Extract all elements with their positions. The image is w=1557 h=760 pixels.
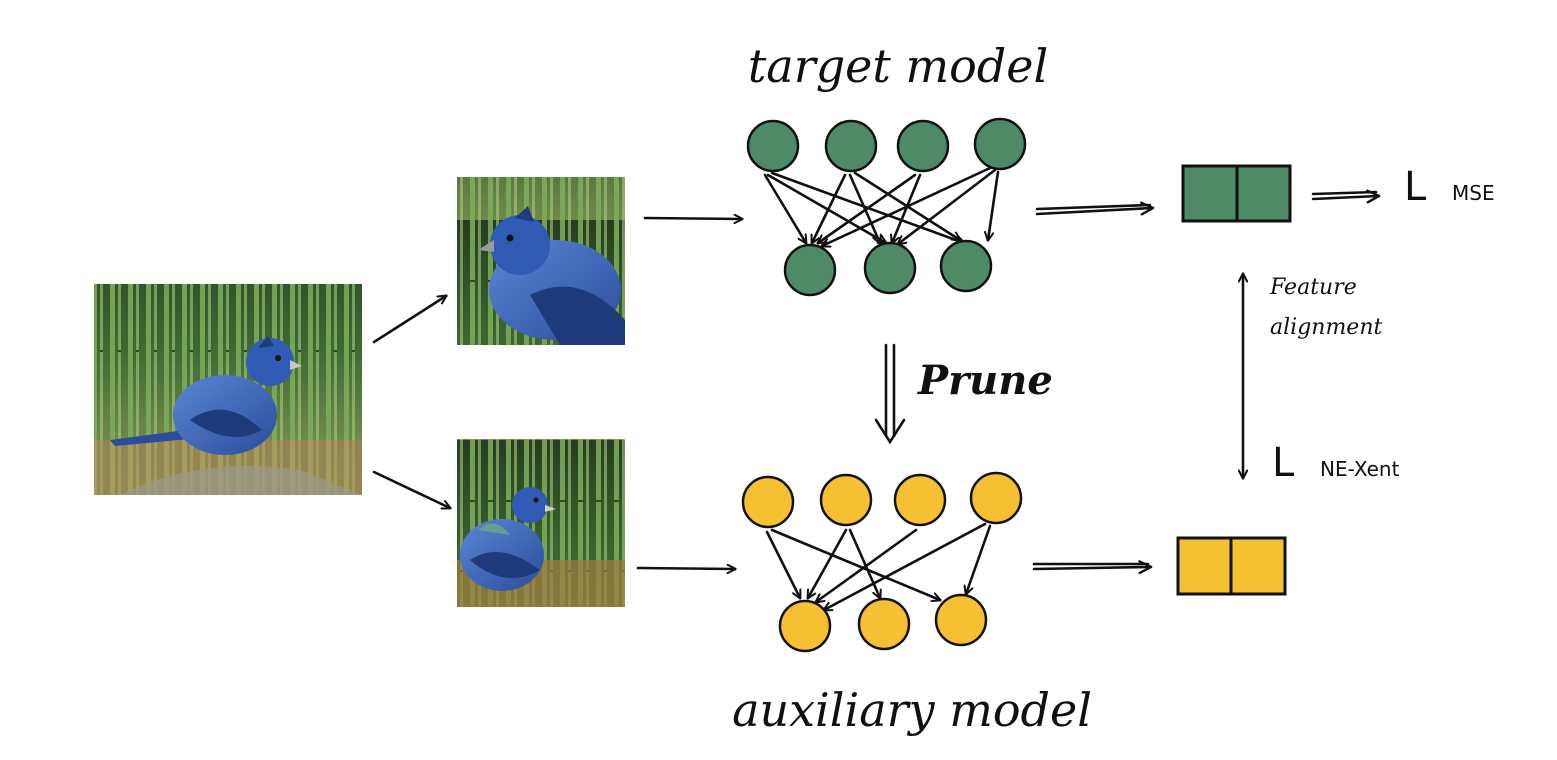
feature-alignment-label-line1: Feature [1269, 275, 1357, 300]
target-model-network [746, 117, 1027, 297]
target-node [824, 119, 878, 173]
auxiliary-node [969, 471, 1023, 525]
target-model-edges [763, 166, 1000, 246]
auxiliary-model-edges [765, 522, 992, 610]
auxiliary-model-title: auxiliary model [732, 683, 1092, 737]
auxiliary-node [893, 473, 947, 527]
bird-icon [478, 206, 625, 345]
bird-icon [110, 336, 302, 455]
target-feature-box [1181, 164, 1292, 223]
target-node [746, 119, 800, 173]
view-2-image [457, 439, 625, 607]
target-node [973, 117, 1027, 171]
target-node [896, 119, 950, 173]
prune-arrow [874, 343, 906, 445]
feature-alignment-label-line2: alignment [1270, 315, 1382, 340]
auxiliary-model-network [741, 471, 1023, 653]
arrow-view1-to-target [643, 218, 742, 219]
arrow-view2-to-auxiliary [636, 568, 735, 569]
auxiliary-node [857, 597, 911, 651]
bird-icon [460, 487, 556, 591]
source-image [94, 284, 362, 495]
nexent-loss-subscript: NE-Xent [1320, 457, 1400, 481]
view-1-image [457, 177, 625, 345]
target-node [783, 243, 837, 297]
auxiliary-node [934, 593, 988, 647]
arrow-source-to-view2 [372, 470, 450, 508]
arrow-source-to-view1 [372, 296, 446, 344]
mse-loss-subscript: MSE [1452, 181, 1495, 205]
auxiliary-node [819, 473, 873, 527]
arrow-auxiliary-to-feature [1032, 560, 1153, 575]
nexent-loss-symbol: L [1272, 440, 1295, 486]
target-node [939, 239, 993, 293]
auxiliary-node [778, 599, 832, 653]
target-model-title: target model [748, 39, 1048, 93]
target-node [863, 241, 917, 295]
arrow-target-to-feature [1035, 201, 1155, 216]
auxiliary-feature-box [1176, 536, 1287, 596]
mse-loss-symbol: L [1404, 164, 1427, 210]
prune-label: Prune [917, 357, 1053, 404]
arrow-to-mse-loss [1311, 189, 1381, 204]
auxiliary-node [741, 475, 795, 529]
